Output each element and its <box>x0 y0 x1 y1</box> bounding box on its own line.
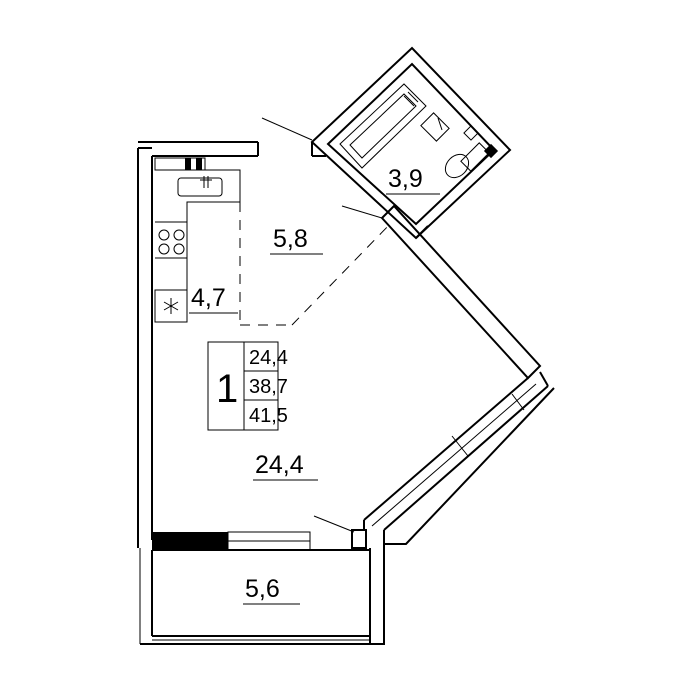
living-area: 24,4 <box>255 451 304 479</box>
total-with-loggia: 41,5 <box>249 405 288 427</box>
hall-area: 5,8 <box>273 225 308 253</box>
right-column <box>351 520 367 549</box>
left-outer-wall <box>137 147 153 548</box>
living-area-label: 24,4 <box>253 451 318 481</box>
right-window-wall <box>363 371 549 531</box>
bathroom-area: 3,9 <box>388 165 423 193</box>
top-wall <box>138 141 259 157</box>
leader-lines <box>261 117 383 533</box>
loggia-right-wall <box>369 387 555 645</box>
hall-area-label: 5,8 <box>270 225 323 255</box>
snowflake-icon <box>154 289 188 323</box>
living-total: 24,4 <box>249 347 288 369</box>
bathroom <box>310 46 512 240</box>
kitchen-window <box>154 157 206 171</box>
loggia-area: 5,6 <box>245 575 280 603</box>
summary-table: 1 24,4 38,7 41,5 <box>207 341 288 431</box>
bathroom-area-label: 3,9 <box>386 165 440 195</box>
diagonal-right-wall <box>380 204 542 380</box>
kitchen-counter <box>155 169 241 291</box>
loggia-outline <box>139 548 384 645</box>
kitchen-area: 4,7 <box>191 284 226 312</box>
balcony-partition <box>152 531 370 551</box>
sink-icon <box>177 176 223 197</box>
kitchen-boundary <box>239 202 393 326</box>
stove-icon <box>158 229 185 255</box>
kitchen-area-label: 4,7 <box>189 284 238 314</box>
apartment-total: 38,7 <box>249 376 288 398</box>
rooms-count: 1 <box>216 367 238 411</box>
loggia-area-label: 5,6 <box>243 575 300 605</box>
